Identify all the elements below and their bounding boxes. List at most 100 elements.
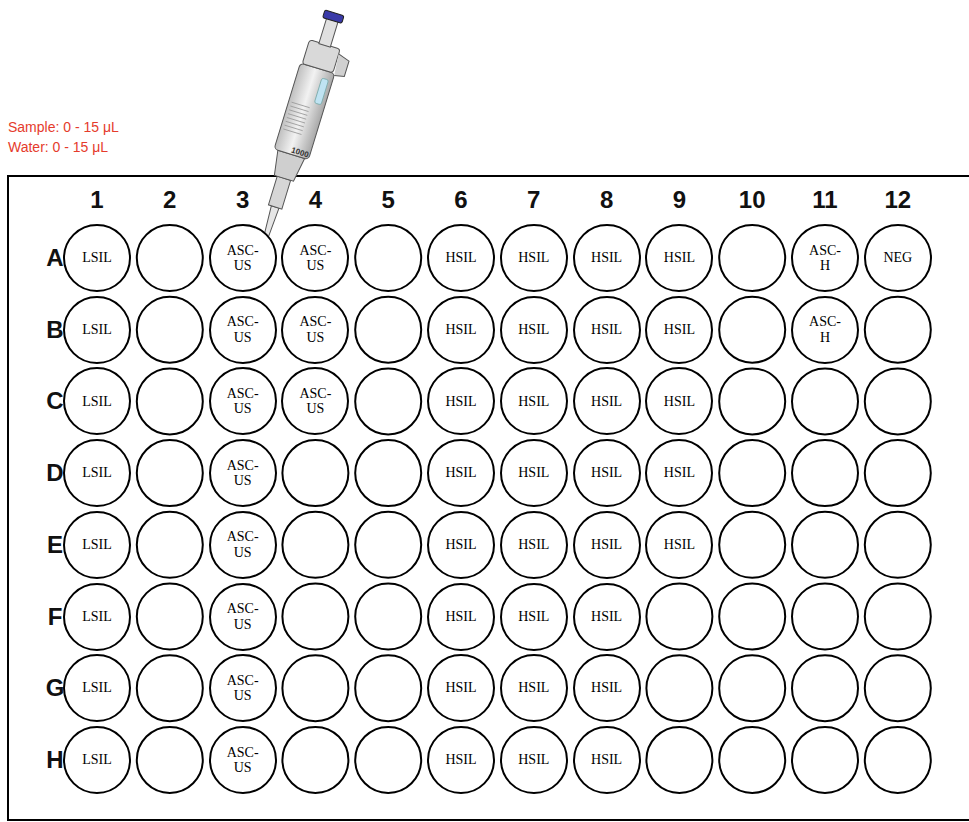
well-label: HSIL <box>664 537 695 552</box>
sample-well: HSIL <box>573 224 641 292</box>
empty-well <box>355 225 421 291</box>
empty-well <box>355 297 421 363</box>
well-label: LSIL <box>82 394 112 409</box>
column-number: 1 <box>90 186 103 214</box>
empty-well <box>137 225 203 291</box>
empty-well <box>792 584 858 650</box>
empty-well <box>137 512 203 578</box>
sample-well: HSIL <box>427 583 495 651</box>
well-label: HSIL <box>445 394 476 409</box>
sample-well: HSIL <box>500 654 568 722</box>
empty-well <box>137 584 203 650</box>
column-number: 2 <box>163 186 176 214</box>
row-letter: G <box>46 674 65 702</box>
empty-well <box>355 512 421 578</box>
empty-well <box>719 368 785 434</box>
well-label: ASC- US <box>295 386 335 417</box>
empty-well <box>282 512 348 578</box>
sample-well: ASC- US <box>209 439 277 507</box>
empty-well <box>865 512 931 578</box>
pipette-plunger <box>319 18 338 47</box>
empty-well <box>137 368 203 434</box>
sample-well: HSIL <box>573 726 641 794</box>
well-label: HSIL <box>664 394 695 409</box>
well-label: HSIL <box>445 250 476 265</box>
empty-well <box>865 440 931 506</box>
sample-well: HSIL <box>500 511 568 579</box>
well-label: LSIL <box>82 752 112 767</box>
empty-well <box>792 512 858 578</box>
well-label: ASC- US <box>223 243 263 274</box>
well-label: HSIL <box>591 465 622 480</box>
empty-well <box>865 727 931 793</box>
sample-well: LSIL <box>63 726 131 794</box>
well-label: HSIL <box>591 537 622 552</box>
well-label: LSIL <box>82 537 112 552</box>
sample-well: LSIL <box>63 511 131 579</box>
sample-well: HSIL <box>500 583 568 651</box>
empty-well <box>719 512 785 578</box>
empty-well <box>719 655 785 721</box>
well-label: HSIL <box>518 465 549 480</box>
empty-well <box>646 655 712 721</box>
sample-well: HSIL <box>573 654 641 722</box>
sample-well: HSIL <box>500 726 568 794</box>
empty-well <box>719 297 785 363</box>
column-number: 8 <box>600 186 613 214</box>
sample-well: HSIL <box>500 367 568 435</box>
empty-well <box>865 297 931 363</box>
sample-well: ASC- US <box>281 296 349 364</box>
sample-well: HSIL <box>500 439 568 507</box>
empty-well <box>792 727 858 793</box>
well-label: ASC- H <box>805 243 845 274</box>
well-label: HSIL <box>518 680 549 695</box>
empty-well <box>282 584 348 650</box>
sample-well: HSIL <box>427 439 495 507</box>
empty-well <box>719 440 785 506</box>
column-number: 9 <box>673 186 686 214</box>
sample-well: HSIL <box>427 726 495 794</box>
empty-well <box>719 727 785 793</box>
sample-well: HSIL <box>645 439 713 507</box>
sample-well: ASC- H <box>791 224 859 292</box>
well-label: HSIL <box>664 322 695 337</box>
row-letter: B <box>46 316 63 344</box>
pipette <box>245 8 361 259</box>
well-label: HSIL <box>591 322 622 337</box>
row-letter: D <box>46 459 63 487</box>
empty-well <box>137 440 203 506</box>
plate-outline <box>8 176 969 820</box>
sample-well: NEG <box>864 224 932 292</box>
row-letter: A <box>46 244 63 272</box>
well-label: LSIL <box>82 680 112 695</box>
well-label: HSIL <box>518 322 549 337</box>
empty-well <box>355 655 421 721</box>
column-number: 5 <box>382 186 395 214</box>
empty-well <box>719 225 785 291</box>
sample-well: HSIL <box>573 439 641 507</box>
sample-well: ASC- US <box>209 654 277 722</box>
empty-well <box>282 655 348 721</box>
well-label: HSIL <box>518 752 549 767</box>
sample-well: ASC- H <box>791 296 859 364</box>
sample-well: LSIL <box>63 367 131 435</box>
empty-well <box>719 584 785 650</box>
sample-well: HSIL <box>427 654 495 722</box>
pipette-cap <box>323 10 344 23</box>
empty-well <box>355 368 421 434</box>
column-number: 12 <box>884 186 911 214</box>
column-number: 11 <box>812 186 837 214</box>
sample-well: HSIL <box>645 367 713 435</box>
well-label: ASC- US <box>223 314 263 345</box>
well-label: ASC- US <box>223 601 263 632</box>
sample-well: ASC- US <box>209 296 277 364</box>
empty-well <box>282 440 348 506</box>
column-number: 7 <box>527 186 540 214</box>
well-label: ASC- US <box>223 386 263 417</box>
volume-note: Water: 0 - 15 μL <box>8 139 108 155</box>
well-label: HSIL <box>445 609 476 624</box>
empty-well <box>282 727 348 793</box>
well-label: LSIL <box>82 609 112 624</box>
